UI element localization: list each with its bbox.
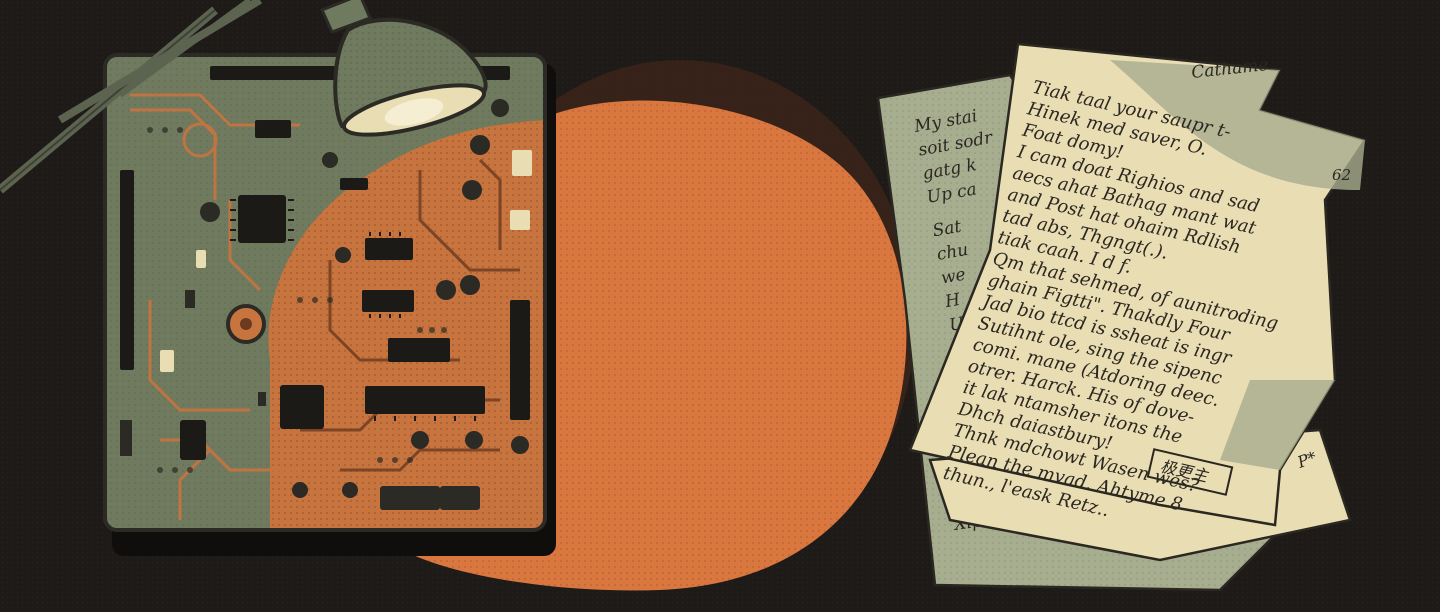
- letter-front-page: Tiak taal your saupr t- Hinek med saver,…: [908, 42, 1367, 527]
- desk-lamp-icon: [0, 0, 488, 194]
- handwritten-letter-pages: My stai soit sodr gatg k Up ca Sat chu w…: [876, 42, 1367, 592]
- back-line: H: [943, 290, 963, 313]
- ink-stamp: [1146, 448, 1234, 496]
- capacitors: [200, 99, 529, 498]
- corner-page-number: 62: [1332, 166, 1351, 184]
- back-line: Sat: [931, 217, 963, 242]
- circuit-board: [103, 53, 556, 556]
- back-line: we: [939, 265, 967, 289]
